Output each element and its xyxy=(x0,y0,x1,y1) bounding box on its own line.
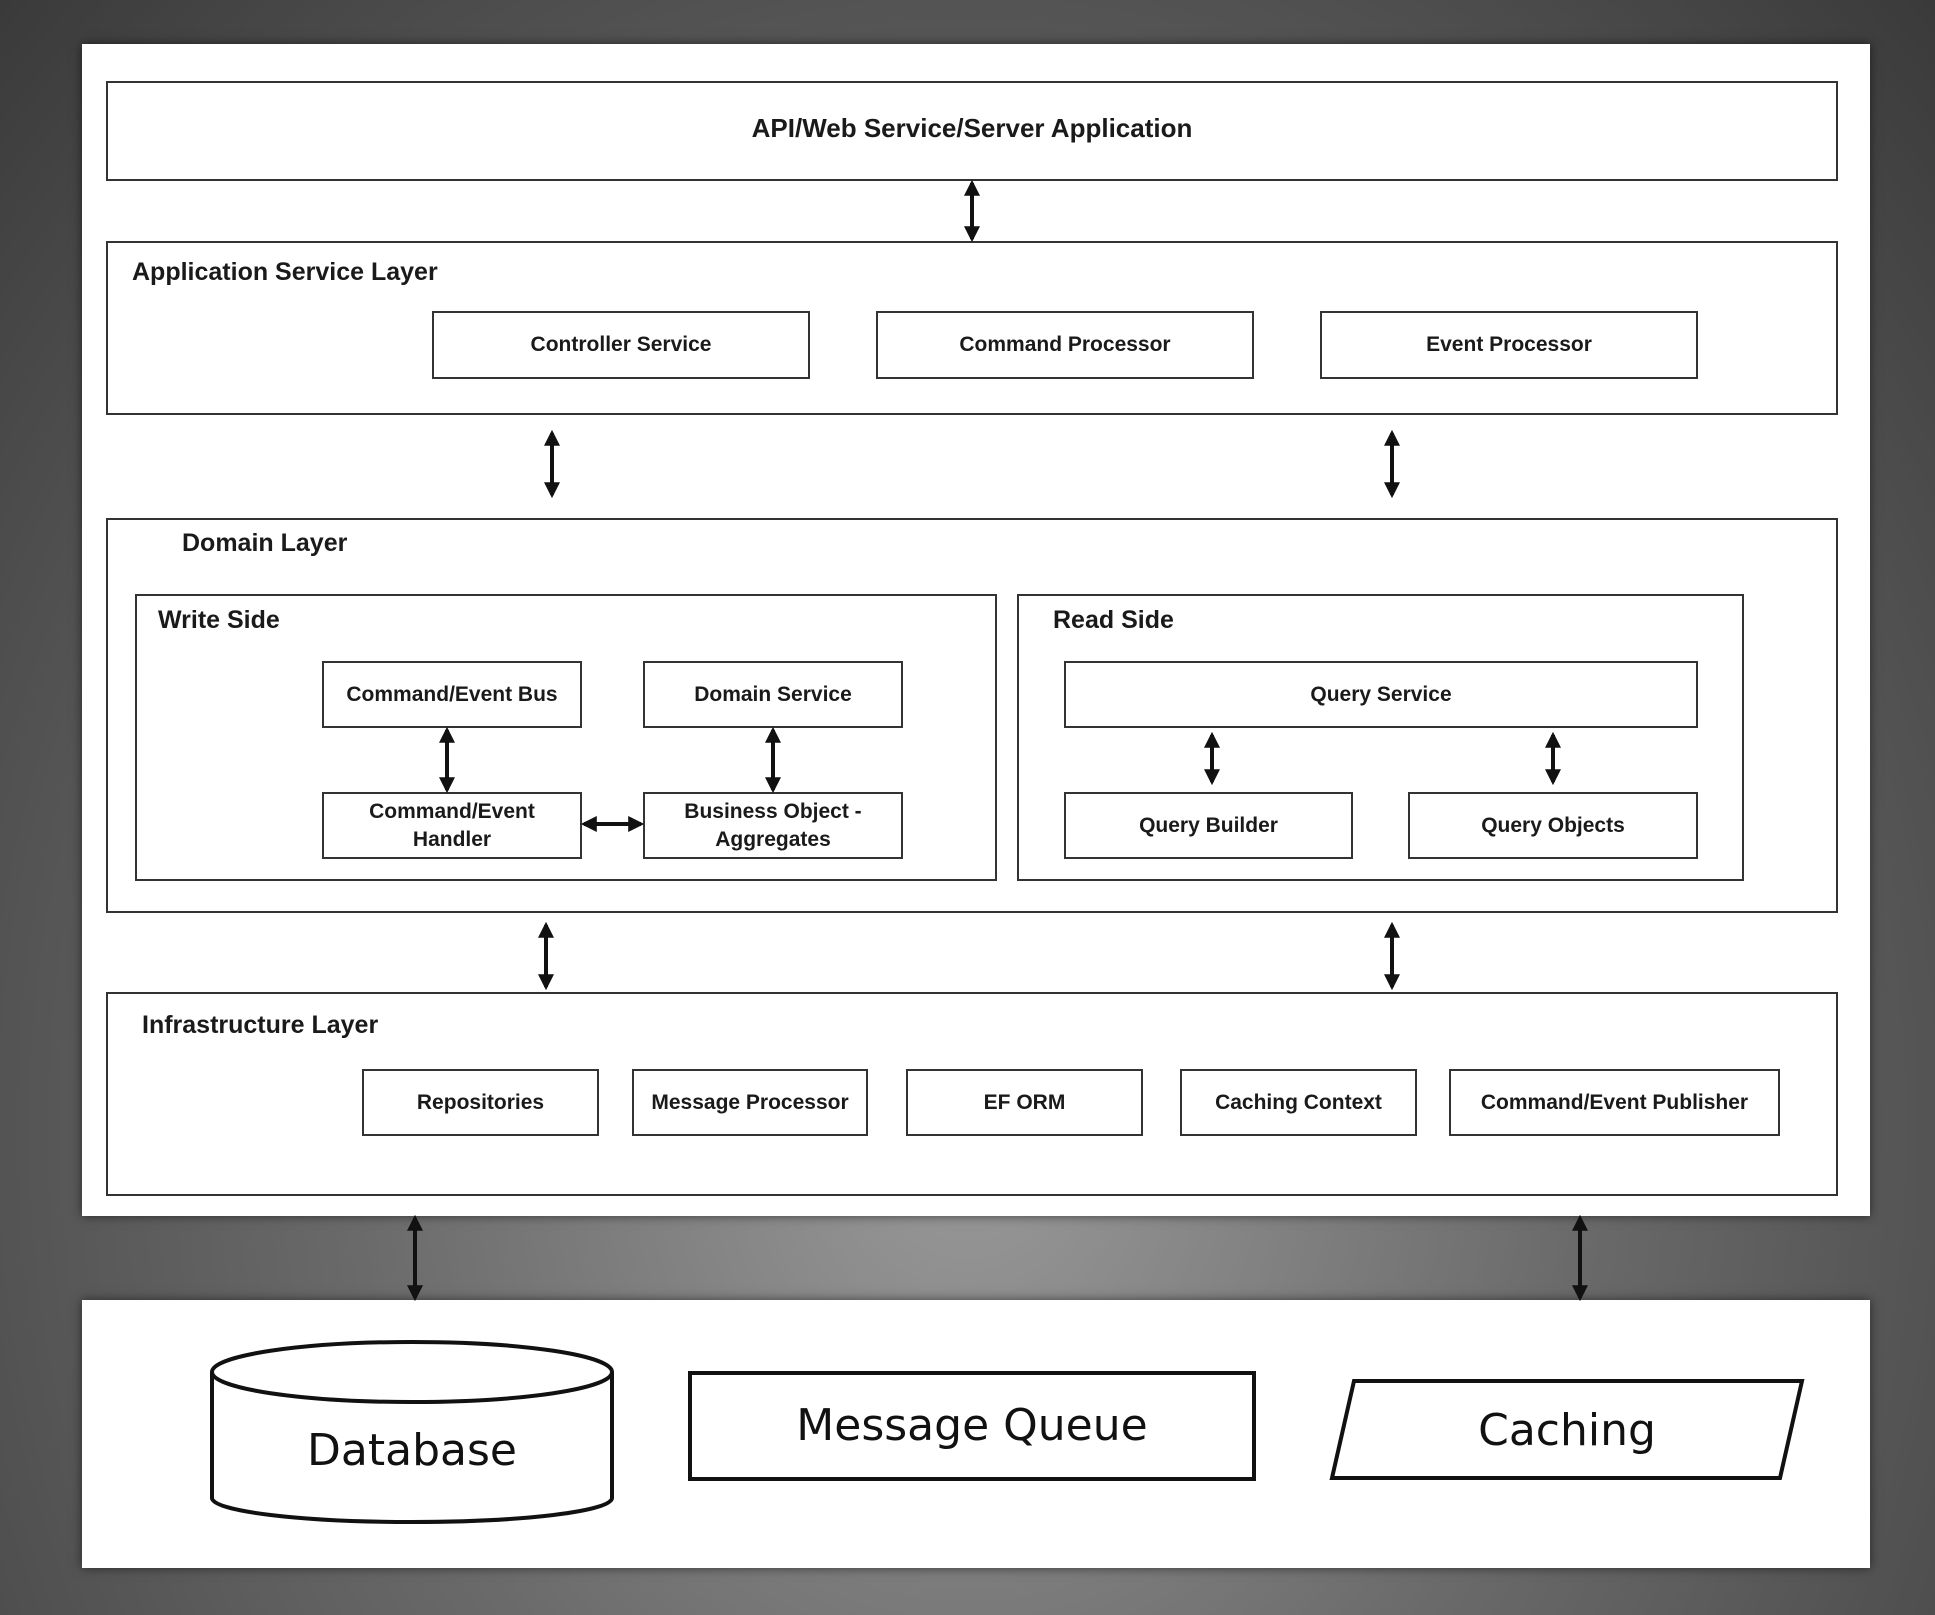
command-event-handler-box: Command/Event Handler xyxy=(322,792,582,859)
database-cylinder-icon xyxy=(210,1340,614,1524)
write-side-title: Write Side xyxy=(158,606,280,634)
caching-label: Caching xyxy=(1478,1405,1656,1456)
message-queue-box xyxy=(688,1371,1256,1481)
caching-context-box: Caching Context xyxy=(1180,1069,1417,1136)
command-processor-box: Command Processor xyxy=(876,311,1254,379)
infrastructure-layer-title: Infrastructure Layer xyxy=(142,1011,379,1039)
query-service-box: Query Service xyxy=(1064,661,1698,728)
command-event-bus-box: Command/Event Bus xyxy=(322,661,582,728)
business-object-aggregates-box: Business Object - Aggregates xyxy=(643,792,903,859)
caching-parallelogram xyxy=(1329,1379,1805,1480)
application-service-layer-title: Application Service Layer xyxy=(132,258,438,286)
event-processor-box: Event Processor xyxy=(1320,311,1698,379)
query-builder-box: Query Builder xyxy=(1064,792,1353,859)
database-label: Database xyxy=(307,1425,517,1476)
api-layer-title: API/Web Service/Server Application xyxy=(751,113,1193,143)
controller-service-box: Controller Service xyxy=(432,311,810,379)
message-processor-box: Message Processor xyxy=(632,1069,868,1136)
repositories-box: Repositories xyxy=(362,1069,599,1136)
ef-orm-box: EF ORM xyxy=(906,1069,1143,1136)
domain-layer-title: Domain Layer xyxy=(182,529,348,557)
read-side-title: Read Side xyxy=(1053,606,1174,634)
message-queue-label: Message Queue xyxy=(796,1400,1148,1451)
query-objects-box: Query Objects xyxy=(1408,792,1698,859)
command-event-publisher-box: Command/Event Publisher xyxy=(1449,1069,1780,1136)
api-layer-box xyxy=(106,81,1838,181)
